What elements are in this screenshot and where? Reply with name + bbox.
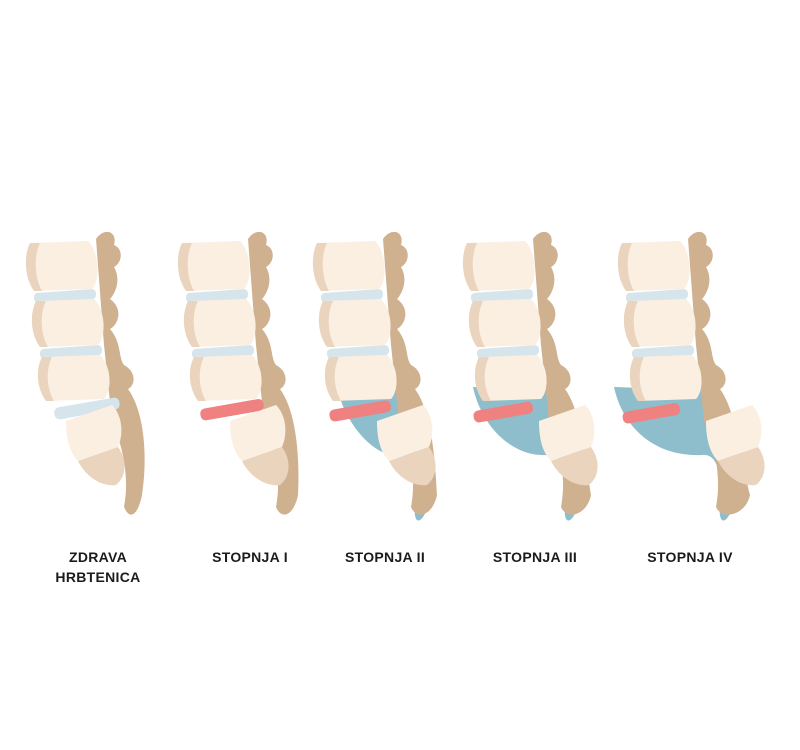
sacrum (78, 447, 125, 486)
vertebra-shade (25, 243, 42, 291)
spine-illustration-grade-1 (177, 231, 299, 515)
lower-vertebra (706, 405, 762, 461)
lower-vertebra (539, 405, 595, 461)
vertebra-body (183, 299, 256, 347)
spine-illustration-grade-2 (312, 231, 437, 521)
stage-label-line: STOPNJA III (492, 549, 578, 565)
vertebra-body (617, 241, 690, 291)
vertebra-shade (31, 301, 48, 347)
sacrum (718, 447, 765, 486)
vertebra-body (37, 355, 110, 401)
lower-vertebra (230, 405, 286, 461)
vertebra-shade (629, 357, 646, 401)
vertebra-body (462, 241, 535, 291)
stage-label: STOPNJA III (455, 547, 615, 567)
intervertebral-disc (326, 345, 390, 359)
stage-grade-1: STOPNJA I (170, 225, 330, 605)
vertebra-shade (474, 357, 491, 401)
lower-vertebra (377, 405, 433, 461)
spine-illustration-grade-3 (462, 231, 598, 521)
stage-label: STOPNJA I (170, 547, 330, 567)
stage-label: STOPNJA IV (610, 547, 770, 567)
vertebra-body (312, 241, 385, 291)
sacrum (551, 447, 598, 486)
stage-healthy: ZDRAVA HRBTENICA (18, 225, 178, 605)
damaged-disc (200, 399, 264, 421)
spinous-process-column (96, 231, 145, 515)
damaged-disc (329, 400, 391, 422)
vertebra-shade (183, 301, 200, 347)
sacrum (242, 447, 289, 486)
stage-label-line: ZDRAVA (68, 549, 128, 565)
stage-label-line: HRBTENICA (55, 569, 141, 585)
vertebra-shade (462, 243, 479, 291)
stage-label: ZDRAVA HRBTENICA (18, 547, 178, 587)
damaged-disc (473, 401, 534, 423)
intervertebral-disc (470, 289, 534, 303)
vertebra-shade (37, 357, 54, 401)
vertebra-shade (623, 301, 640, 347)
spine-illustration-healthy (25, 231, 145, 515)
vertebra-body (324, 355, 397, 401)
sacrum (389, 447, 436, 486)
intervertebral-disc (625, 289, 689, 303)
vertebra-shade (189, 357, 206, 401)
vertebra-body (318, 299, 391, 347)
stage-grade-3: STOPNJA III (455, 225, 615, 605)
stage-grade-2: STOPNJA II (305, 225, 465, 605)
vertebra-body (623, 299, 696, 347)
vertebra-body (31, 299, 104, 347)
vertebra-shade (617, 243, 634, 291)
spine-illustration-grade-4 (614, 231, 765, 521)
vertebra-shade (312, 243, 329, 291)
stage-label-line: STOPNJA IV (647, 549, 733, 565)
intervertebral-disc (185, 289, 249, 303)
vertebra-body (189, 355, 262, 401)
vertebra-body (25, 241, 98, 291)
damaged-disc (622, 403, 681, 424)
intervertebral-disc (631, 345, 695, 359)
stage-label: STOPNJA II (305, 547, 465, 567)
vertebra-shade (324, 357, 341, 401)
intervertebral-disc (476, 345, 540, 359)
stage-grade-4: STOPNJA IV (610, 225, 770, 605)
vertebra-shade (177, 243, 194, 291)
intervertebral-disc (33, 289, 97, 303)
lower-vertebra (66, 405, 122, 461)
vertebra-body (468, 299, 541, 347)
intervertebral-disc (320, 289, 384, 303)
spinous-process-column (248, 231, 299, 515)
vertebra-shade (318, 301, 335, 347)
intervertebral-disc (39, 345, 103, 359)
stage-label-line: STOPNJA I (212, 549, 288, 565)
intervertebral-disc (191, 345, 255, 359)
vertebra-body (629, 355, 702, 401)
vertebra-body (177, 241, 250, 291)
vertebra-body (474, 355, 547, 401)
vertebra-shade (468, 301, 485, 347)
stage-label-line: STOPNJA II (344, 549, 426, 565)
intervertebral-disc (54, 397, 120, 420)
